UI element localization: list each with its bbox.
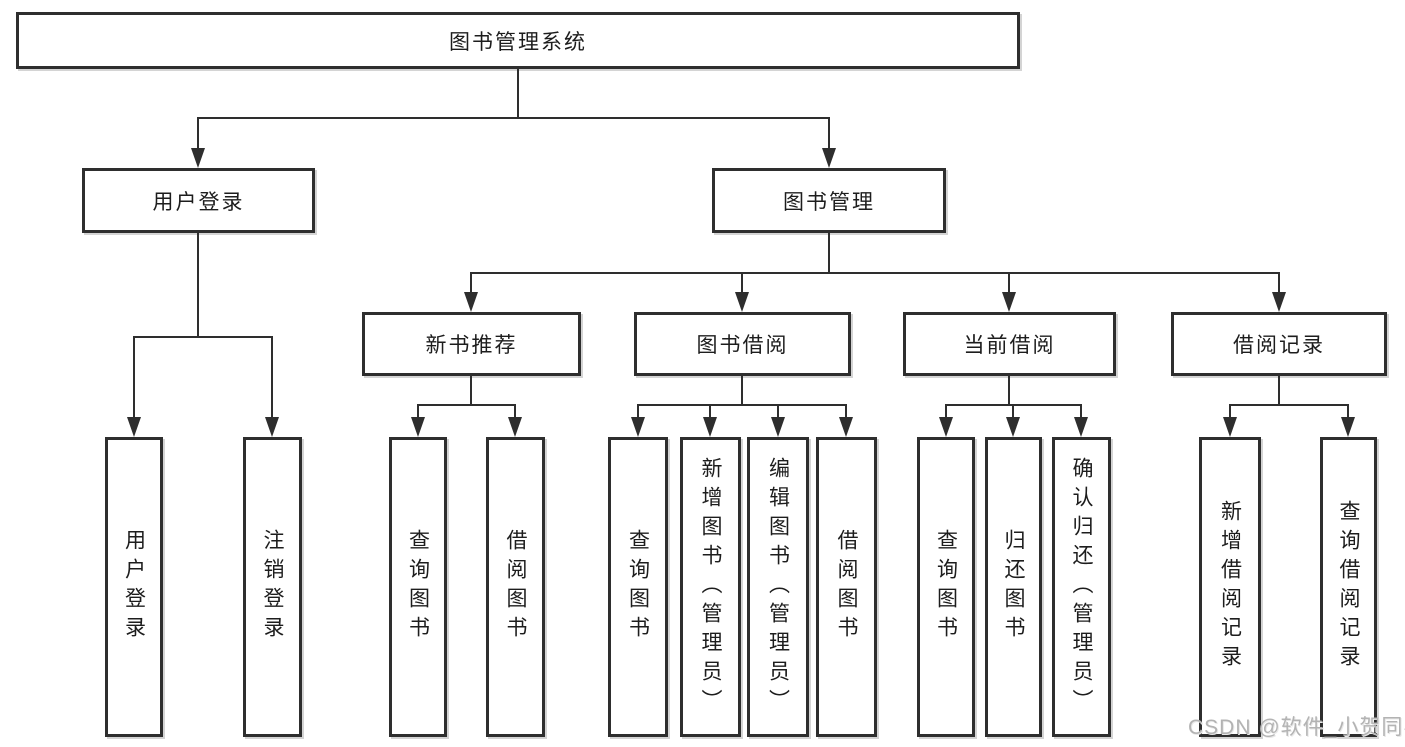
node-root-label: 图书管理系统 [449,30,587,54]
connector-drop [845,404,847,419]
connector-stem [517,69,519,118]
leaf-records-query-record: 查询借阅记录 [1320,437,1377,737]
connector-bar [471,272,1279,274]
leaf-borrowing-edit-books-admin: 编辑图书（管理员） [747,437,809,737]
connector-drop [741,272,743,296]
arrow-down-icon [1002,292,1016,312]
node-book-management-label: 图书管理 [783,190,875,214]
leaf-borrowing-borrow-books: 借阅图书 [816,437,877,737]
connector-drop [1080,404,1082,419]
connector-drop [1229,404,1231,419]
arrow-down-icon [191,148,205,168]
arrow-down-icon [771,417,785,437]
leaf-borrowing-query-books-label: 查询图书 [626,529,650,645]
leaf-recommend-query-books: 查询图书 [389,437,447,737]
leaf-borrowing-add-books-admin: 新增图书（管理员） [680,437,741,737]
leaf-current-confirm-return-admin: 确认归还（管理员） [1052,437,1111,737]
leaf-borrowing-add-books-admin-label: 新增图书（管理员） [699,456,722,718]
connector-drop [417,404,419,419]
connector-drop [514,404,516,419]
leaf-borrowing-borrow-books-label: 借阅图书 [835,529,858,645]
node-user-login-label: 用户登录 [152,190,245,214]
connector-stem [741,376,743,406]
connector-bar [637,404,847,406]
connector-stem [828,233,830,274]
arrow-down-icon [508,417,522,437]
connector-drop [709,404,711,419]
connector-drop [637,404,639,419]
connector-bar [197,117,830,119]
arrow-down-icon [939,417,953,437]
node-borrowing-records-label: 借阅记录 [1233,334,1325,357]
leaf-current-query-books-label: 查询图书 [934,529,958,645]
leaf-user-login-label: 用户登录 [122,529,146,645]
node-new-book-recommend-label: 新书推荐 [425,334,518,357]
node-current-borrowing: 当前借阅 [903,312,1116,376]
node-new-book-recommend: 新书推荐 [362,312,581,376]
arrow-down-icon [464,292,478,312]
arrow-down-icon [631,417,645,437]
connector-drop [1008,272,1010,296]
leaf-records-add-record-label: 新增借阅记录 [1218,500,1242,674]
connector-drop [271,336,273,419]
arrow-down-icon [265,417,279,437]
connector-drop [1347,404,1349,419]
arrow-down-icon [127,417,141,437]
leaf-logout-label: 注销登录 [261,529,284,645]
node-book-management: 图书管理 [712,168,946,233]
connector-drop [470,272,472,296]
leaf-current-query-books: 查询图书 [917,437,975,737]
connector-drop [945,404,947,419]
arrow-down-icon [1341,417,1355,437]
leaf-recommend-borrow-books-label: 借阅图书 [504,529,527,645]
leaf-current-return-books-label: 归还图书 [1002,529,1025,645]
leaf-borrowing-edit-books-admin-label: 编辑图书（管理员） [766,456,790,718]
leaf-recommend-query-books-label: 查询图书 [406,529,430,645]
node-root: 图书管理系统 [16,12,1020,69]
connector-stem [197,233,199,337]
arrow-down-icon [822,148,836,168]
arrow-down-icon [1074,417,1088,437]
arrow-down-icon [411,417,425,437]
leaf-records-add-record: 新增借阅记录 [1199,437,1261,737]
arrow-down-icon [1223,417,1237,437]
connector-drop [197,117,199,149]
arrow-down-icon [703,417,717,437]
leaf-current-confirm-return-admin-label: 确认归还（管理员） [1070,456,1093,718]
node-user-login: 用户登录 [82,168,315,233]
arrow-down-icon [1272,292,1286,312]
leaf-user-login: 用户登录 [105,437,163,737]
leaf-records-query-record-label: 查询借阅记录 [1337,500,1360,674]
leaf-logout: 注销登录 [243,437,302,737]
connector-bar [1229,404,1349,406]
connector-drop [133,336,135,419]
connector-stem [470,376,472,406]
connector-bar [133,336,273,338]
leaf-current-return-books: 归还图书 [985,437,1042,737]
connector-bar [417,404,516,406]
arrow-down-icon [1006,417,1020,437]
node-book-borrowing-label: 图书借阅 [696,334,789,357]
csdn-watermark: CSDN @软件_小贺同学 [1188,716,1405,739]
connector-drop [1278,272,1280,296]
node-borrowing-records: 借阅记录 [1171,312,1387,376]
connector-drop [1012,404,1014,419]
leaf-borrowing-query-books: 查询图书 [608,437,668,737]
connector-drop [777,404,779,419]
arrow-down-icon [735,292,749,312]
leaf-recommend-borrow-books: 借阅图书 [486,437,545,737]
connector-drop [828,117,830,149]
node-book-borrowing: 图书借阅 [634,312,851,376]
connector-stem [1278,376,1280,406]
node-current-borrowing-label: 当前借阅 [963,334,1056,357]
connector-stem [1008,376,1010,406]
arrow-down-icon [839,417,853,437]
